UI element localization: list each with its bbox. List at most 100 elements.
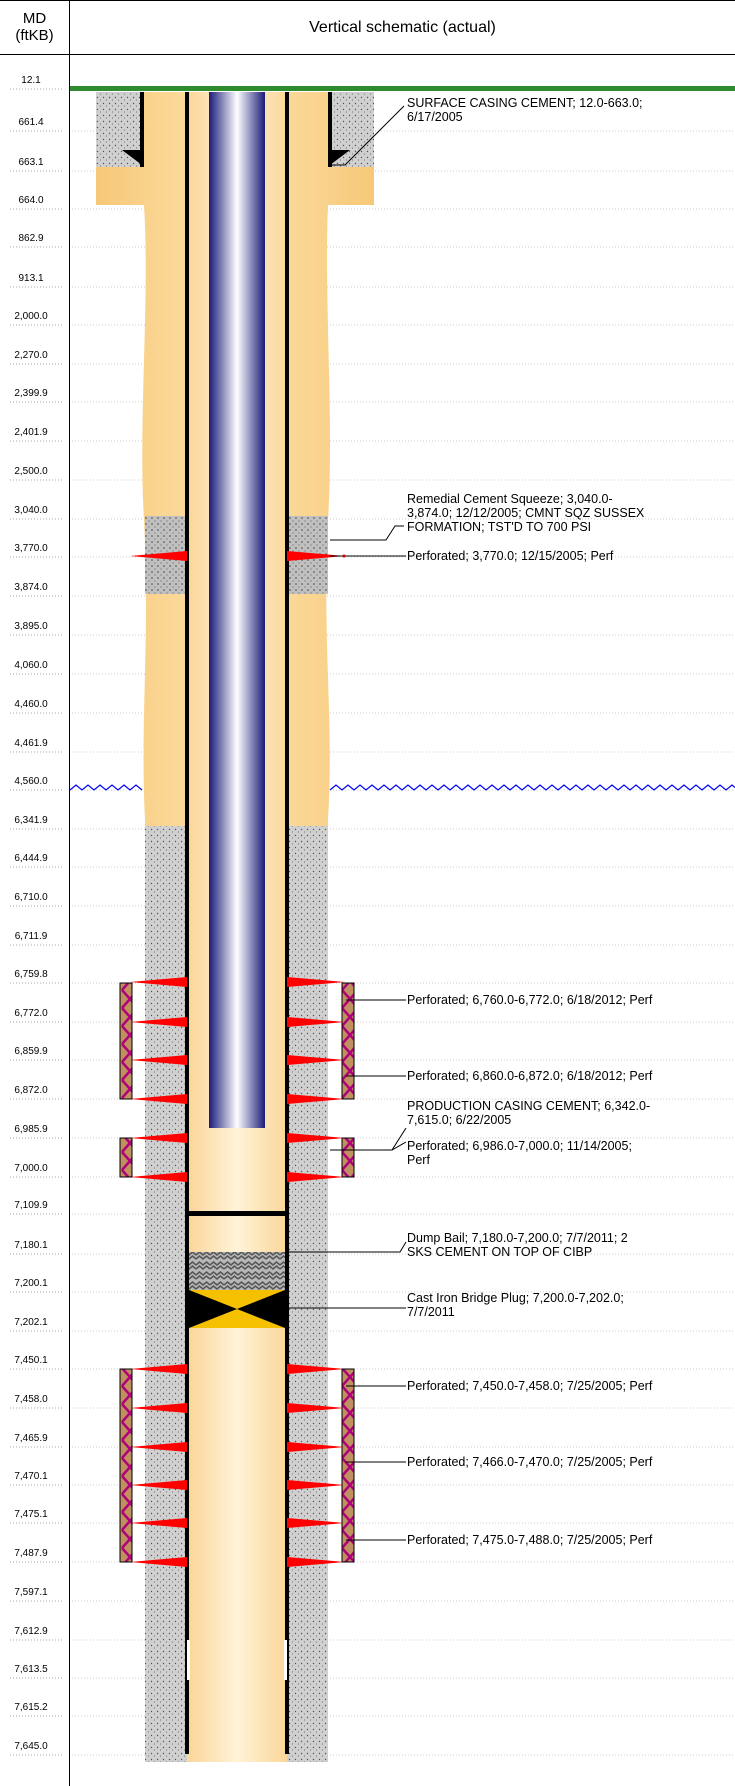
perforation-shot-5-right	[287, 1172, 345, 1182]
md-depth-label: 7,450.1	[14, 1355, 48, 1366]
production-cement-left	[145, 826, 187, 1762]
md-header-unit: (ftKB)	[15, 27, 54, 44]
perforation-shot-7-left	[130, 1403, 187, 1413]
annotation-line: Dump Bail; 7,180.0-7,200.0; 7/7/2011; 2	[407, 1231, 628, 1245]
perf-interval-right-6986	[341, 1137, 355, 1178]
annotation-line: Cast Iron Bridge Plug; 7,200.0-7,202.0;	[407, 1291, 624, 1305]
leader-dot-perf-3770	[342, 554, 346, 558]
perforation-shot-1-left	[130, 1017, 187, 1027]
md-depth-label: 12.1	[21, 75, 41, 86]
md-depth-label: 2,000.0	[14, 311, 48, 322]
annotation-line: SKS CEMENT ON TOP OF CIBP	[407, 1245, 593, 1259]
perforation-shot-0-left	[130, 977, 187, 987]
md-depth-label: 3,770.0	[14, 543, 48, 554]
md-depth-label: 6,444.9	[14, 853, 48, 864]
perforation-shot-7-right	[287, 1403, 345, 1413]
md-depth-label: 2,401.9	[14, 427, 48, 438]
surface-shoe-left	[122, 150, 142, 165]
md-depth-label: 6,341.9	[14, 815, 48, 826]
md-depth-label: 3,874.0	[14, 582, 48, 593]
perforation-shot-6-left	[130, 1364, 187, 1374]
annotation-line: 6/17/2005	[407, 110, 463, 124]
md-column-header: MD (ftKB)	[0, 0, 70, 55]
annotation-line: Perforated; 7,475.0-7,488.0; 7/25/2005; …	[407, 1533, 653, 1547]
annotation-remedial-squeeze: Remedial Cement Squeeze; 3,040.0-3,874.0…	[407, 492, 644, 534]
md-depth-label: 3,895.0	[14, 621, 48, 632]
perforation-shot-1-right	[287, 1017, 345, 1027]
dump-bail-cement	[189, 1252, 285, 1290]
md-depth-label: 7,465.9	[14, 1433, 48, 1444]
perforation-shot-5-left	[130, 1172, 187, 1182]
annotation-perf-6760: Perforated; 6,760.0-6,772.0; 6/18/2012; …	[407, 993, 652, 1007]
md-depth-label: 7,612.9	[14, 1626, 48, 1637]
bridge-plug-slips	[189, 1290, 285, 1328]
md-depth-label: 6,872.0	[14, 1085, 48, 1096]
md-depth-label: 913.1	[18, 273, 44, 284]
annotation-line: 7/7/2011	[407, 1305, 455, 1319]
md-depth-label: 6,985.9	[14, 1124, 48, 1135]
md-depth-label: 7,487.9	[14, 1548, 48, 1559]
perforation-shot-10-left	[130, 1518, 187, 1528]
perforation-3770-right	[287, 551, 345, 561]
perforation-shot-9-left	[130, 1480, 187, 1490]
production-casing-right	[285, 92, 289, 1754]
annotation-perf-3770: Perforated; 3,770.0; 12/15/2005; Perf	[407, 549, 613, 563]
perforation-shot-6-right	[287, 1364, 345, 1374]
perforation-shot-11-right	[287, 1557, 345, 1567]
surface-casing-left	[140, 92, 144, 167]
water-level-right	[329, 784, 735, 791]
md-depth-label: 7,458.0	[14, 1394, 48, 1405]
perf-interval-right-7450	[341, 1368, 355, 1563]
md-depth-label: 663.1	[18, 157, 44, 168]
annotation-perf-7466: Perforated; 7,466.0-7,470.0; 7/25/2005; …	[407, 1455, 652, 1469]
perforation-shot-3-right	[287, 1094, 345, 1104]
perforation-shot-3-left	[130, 1094, 187, 1104]
md-depth-label: 7,615.2	[14, 1702, 48, 1713]
leader-dump-bail	[287, 1241, 407, 1253]
annotation-line: Perforated; 3,770.0; 12/15/2005; Perf	[407, 549, 614, 563]
annotation-line: Perforated; 6,860.0-6,872.0; 6/18/2012; …	[407, 1069, 653, 1083]
md-depth-label: 6,711.9	[14, 931, 48, 942]
annotation-line: Perforated; 6,760.0-6,772.0; 6/18/2012; …	[407, 993, 653, 1007]
perf-interval-left-6760	[119, 982, 133, 1100]
perforation-shot-8-right	[287, 1442, 345, 1452]
perforation-shot-0-right	[287, 977, 345, 987]
md-depth-label: 6,710.0	[14, 892, 48, 903]
perforation-shot-4-right	[287, 1133, 345, 1143]
perforation-shot-8-left	[130, 1442, 187, 1452]
perforation-3770-left	[130, 551, 187, 561]
leader-perf-6986	[346, 1141, 407, 1151]
column-divider	[69, 55, 70, 1786]
annotation-line: FORMATION; TST'D TO 700 PSI	[407, 520, 592, 534]
md-depth-label: 3,040.0	[14, 505, 48, 516]
leader-surface-cement	[330, 105, 405, 166]
annotation-line: Perforated; 7,466.0-7,470.0; 7/25/2005; …	[407, 1455, 653, 1469]
annotation-perf-6860: Perforated; 6,860.0-6,872.0; 6/18/2012; …	[407, 1069, 652, 1083]
md-depth-label: 7,475.1	[14, 1509, 48, 1520]
md-header-label: MD	[22, 10, 47, 27]
annotation-surface-cement: SURFACE CASING CEMENT; 12.0-663.0;6/17/2…	[407, 96, 643, 124]
annotation-perf-7475: Perforated; 7,475.0-7,488.0; 7/25/2005; …	[407, 1533, 652, 1547]
ground-surface	[70, 86, 735, 91]
annotation-line: 3,874.0; 12/12/2005; CMNT SQZ SUSSEX	[407, 506, 645, 520]
md-depth-label: 6,759.8	[14, 969, 48, 980]
md-depth-label: 664.0	[18, 195, 44, 206]
perforation-shot-2-left	[130, 1055, 187, 1065]
collar-left	[187, 1640, 190, 1680]
md-depth-label: 7,202.1	[14, 1317, 48, 1328]
perforation-shot-4-left	[130, 1133, 187, 1143]
tubing	[209, 92, 265, 1128]
md-depth-label: 2,270.0	[14, 350, 48, 361]
collar-right	[284, 1640, 287, 1680]
annotation-line: Remedial Cement Squeeze; 3,040.0-	[407, 492, 613, 506]
md-depth-label: 4,560.0	[14, 776, 48, 787]
water-level-left	[69, 784, 143, 791]
md-depth-label: 4,060.0	[14, 660, 48, 671]
annotation-line: SURFACE CASING CEMENT; 12.0-663.0;	[407, 96, 643, 110]
md-depth-label: 7,470.1	[14, 1471, 48, 1482]
surface-casing-right	[328, 92, 332, 167]
md-depth-label: 4,460.0	[14, 699, 48, 710]
perf-interval-left-6986	[119, 1137, 133, 1178]
